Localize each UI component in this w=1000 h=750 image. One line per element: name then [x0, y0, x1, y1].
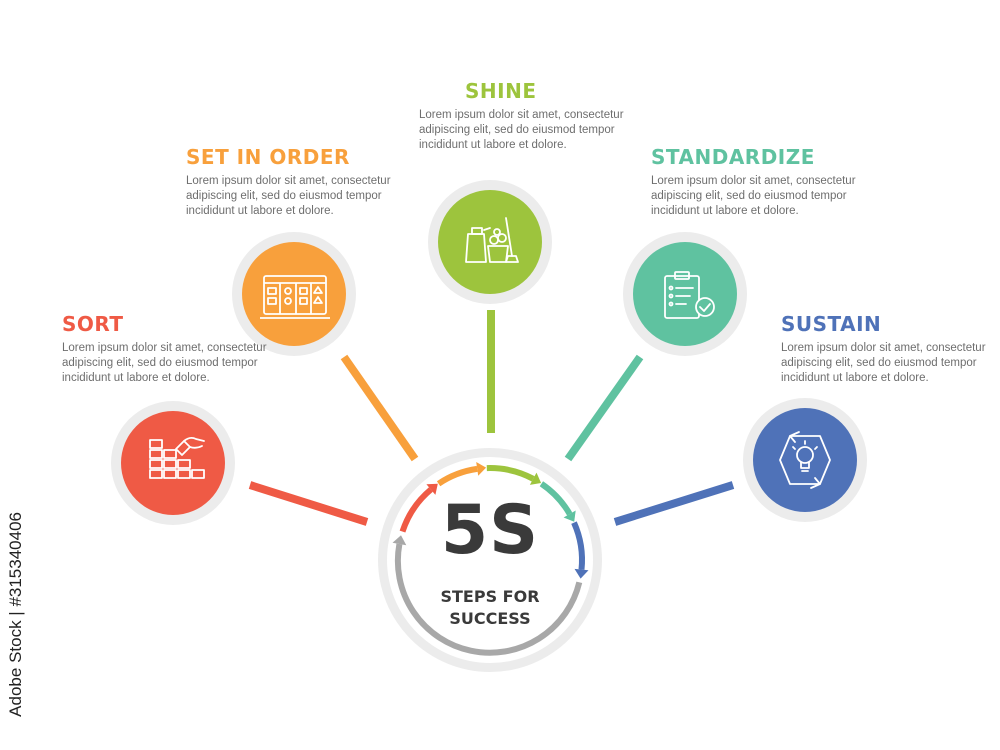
node-standardize [623, 232, 747, 356]
step-description-sort: Lorem ipsum dolor sit amet, consectetur … [62, 342, 267, 384]
center-disc [387, 457, 593, 663]
connector-sustain [613, 481, 735, 526]
ring-segment-set-in-order [436, 465, 478, 487]
checklist-clipboard-icon [664, 271, 715, 319]
ring-segment-shine-arrowhead [529, 472, 542, 485]
step-description-shine: Lorem ipsum dolor sit amet, consectetur … [419, 109, 624, 151]
step-description-set-in-order: Lorem ipsum dolor sit amet, consectetur … [186, 175, 391, 217]
ring-segment-standardize-arrowhead [563, 510, 576, 522]
step-description-standardize: Lorem ipsum dolor sit amet, consectetur … [651, 175, 856, 217]
ring-segment-sort-arrowhead [426, 483, 438, 495]
ring-segment-return-arrowhead [392, 535, 407, 546]
step-text-sort: SORT Lorem ipsum dolor sit amet, consect… [62, 313, 272, 386]
center-subtitle-line2: SUCCESS [449, 609, 531, 628]
node-set-in-order [232, 232, 356, 356]
lightbulb-cycle-icon [779, 431, 831, 489]
ring-segment-standardize [539, 481, 573, 516]
step-title-sustain: SUSTAIN [781, 312, 882, 336]
node-disc [633, 242, 737, 346]
node-sustain [743, 398, 867, 522]
node-sort [111, 401, 235, 525]
center-hub [378, 448, 602, 672]
cleaning-supplies-icon [465, 217, 519, 263]
node-disc [121, 411, 225, 515]
step-text-set-in-order: SET IN ORDER Lorem ipsum dolor sit amet,… [186, 146, 396, 219]
center-title: 5S [440, 491, 540, 570]
connector-set-in-order [340, 354, 419, 462]
node-disc [242, 242, 346, 346]
connector-standardize [564, 354, 644, 462]
step-title-sort: SORT [62, 312, 124, 336]
stock-watermark: Adobe Stock | #315340406 [6, 512, 25, 717]
blocks-hand-icon [149, 436, 205, 479]
ring-segment-shine [486, 465, 535, 482]
ring-segment-return [394, 543, 583, 656]
organizer-board-icon [260, 275, 330, 319]
step-title-standardize: STANDARDIZE [651, 145, 815, 169]
step-text-standardize: STANDARDIZE Lorem ipsum dolor sit amet, … [651, 146, 861, 219]
node-shine [428, 180, 552, 304]
step-description-sustain: Lorem ipsum dolor sit amet, consectetur … [781, 342, 986, 384]
connectors [248, 310, 735, 526]
step-text-sustain: SUSTAIN Lorem ipsum dolor sit amet, cons… [781, 313, 991, 386]
center-subtitle-line1: STEPS FOR [440, 587, 540, 606]
ring-segment-sustain-arrowhead [574, 568, 589, 579]
connector-sort [248, 481, 369, 526]
step-text-shine: SHINE Lorem ipsum dolor sit amet, consec… [419, 80, 629, 153]
step-title-shine: SHINE [465, 79, 537, 103]
ring-segment-sustain [571, 521, 585, 570]
node-disc [753, 408, 857, 512]
ring-segment-set-in-order-arrowhead [476, 462, 487, 476]
cycle-ring [392, 462, 589, 656]
center-subtitle: STEPS FOR SUCCESS [390, 586, 590, 630]
step-title-set-in-order: SET IN ORDER [186, 145, 350, 169]
ring-segment-sort [399, 487, 433, 533]
